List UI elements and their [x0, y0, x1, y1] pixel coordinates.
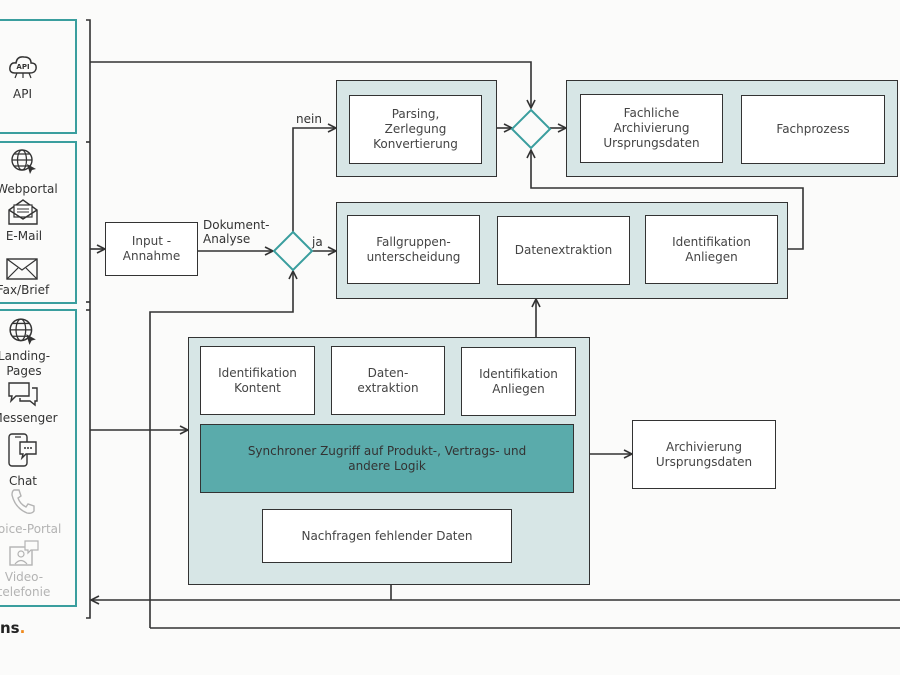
channel-label-email: E-Mail	[5, 229, 43, 243]
api-cloud-icon: API	[9, 56, 37, 79]
globe-cursor-icon	[9, 318, 36, 345]
label-nein: nein	[296, 112, 322, 126]
company-logo: ns.	[0, 619, 26, 637]
fachliche-archivierung-box: Fachliche Archivierung Ursprungsdaten	[580, 94, 723, 163]
phone-handset-icon	[11, 489, 35, 514]
video-call-icon	[9, 540, 39, 566]
synchroner-zugriff-box: Synchroner Zugriff auf Produkt-, Vertrag…	[200, 424, 574, 493]
phone-chat-icon	[8, 433, 37, 467]
identifikation-kontent-box: Identifikation Kontent	[200, 346, 315, 415]
parsing-box: Parsing, Zerlegung Konvertierung	[349, 95, 482, 164]
input-annahme-box: Input - Annahme	[105, 222, 198, 276]
identifikation-anliegen-top-box: Identifikation Anliegen	[645, 215, 778, 284]
envelope-icon	[6, 258, 38, 280]
daten-extraktion-box: Daten- extraktion	[331, 346, 445, 415]
channel-label-messenger: Messenger	[0, 411, 58, 425]
channel-label-video: Video- telefonie	[0, 570, 51, 599]
channel-group-interactive	[0, 309, 77, 607]
fachprozess-box: Fachprozess	[741, 95, 885, 164]
globe-cursor-icon	[11, 149, 36, 174]
channel-label-chat: Chat	[8, 474, 38, 488]
archivierung-ursprungsdaten-box: Archivierung Ursprungsdaten	[632, 420, 776, 489]
label-dokument-analyse: Dokument- Analyse	[203, 218, 270, 246]
decision-diamond-merge	[510, 108, 552, 150]
channel-label-voice: Voice-Portal	[0, 522, 62, 536]
label-ja: ja	[312, 235, 323, 249]
datenextraktion-box: Datenextraktion	[497, 216, 630, 285]
channel-label-fax: Fax/Brief	[0, 283, 50, 297]
fallgruppen-box: Fallgruppen- unterscheidung	[347, 215, 480, 284]
channel-group-documents	[0, 141, 77, 304]
svg-text:API: API	[16, 63, 29, 71]
channel-label-landing: Landing- Pages	[0, 349, 51, 378]
nachfragen-box: Nachfragen fehlender Daten	[262, 509, 512, 563]
channel-label-api: API	[13, 87, 32, 101]
channel-group-api	[0, 19, 77, 134]
chat-bubbles-icon	[8, 382, 38, 407]
identifikation-anliegen-box: Identifikation Anliegen	[461, 347, 576, 416]
decision-diamond-analysis	[272, 230, 314, 272]
envelope-open-icon	[8, 199, 38, 225]
channel-label-webportal: Webportal	[0, 182, 58, 196]
